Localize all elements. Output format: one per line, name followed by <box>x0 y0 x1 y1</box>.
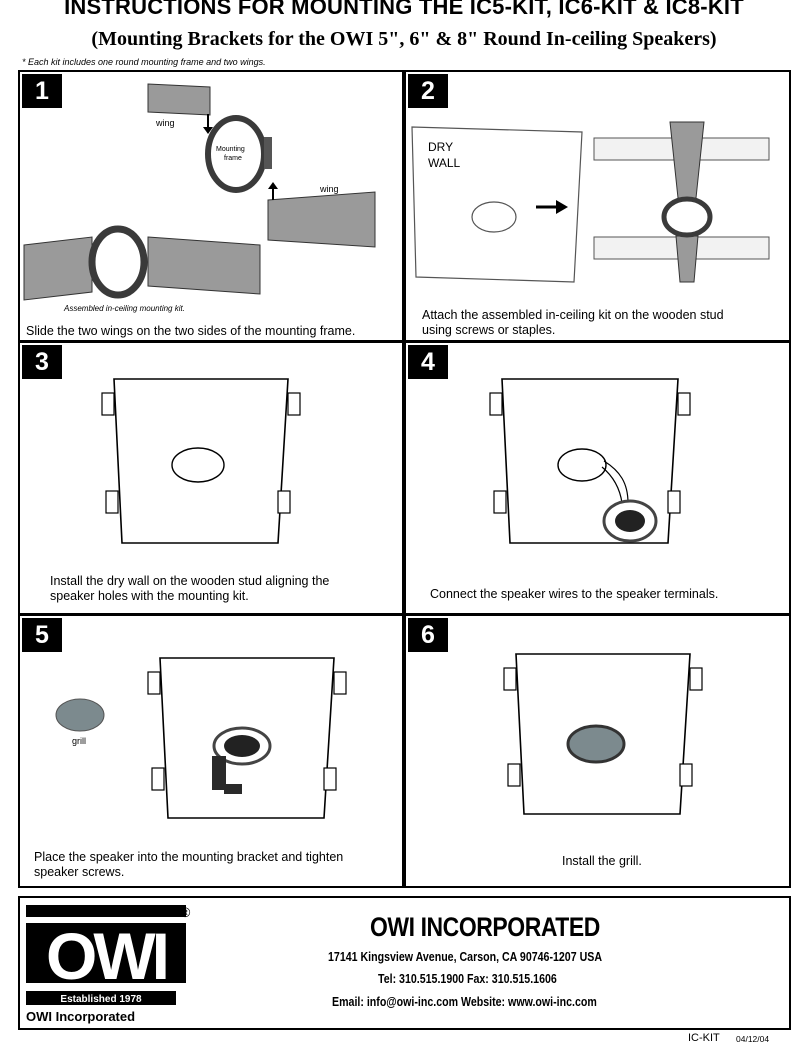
step-4-panel: 4 Connect the speaker wires to the speak… <box>404 341 791 615</box>
wing-label-top: wing <box>156 118 175 128</box>
owi-logo: OWI Established 1978 <box>26 905 186 1005</box>
step-number: 1 <box>22 74 62 108</box>
step-5-panel: 5 grill Place the speaker into the mount… <box>18 614 404 888</box>
assembled-kit-label: Assembled in-ceiling mounting kit. <box>64 304 185 313</box>
step-1-panel: 1 wing Mounting frame wing Assembled in-… <box>18 70 404 342</box>
dry-label: DRY <box>428 140 454 154</box>
step-caption-line-2: speaker screws. <box>34 865 125 879</box>
step-caption-line-1: Attach the assembled in-ceiling kit on t… <box>422 308 724 322</box>
document-date: 04/12/04 <box>736 1034 770 1044</box>
wing-label-right: wing <box>320 184 339 194</box>
step-caption-line-1: Place the speaker into the mounting brac… <box>34 850 344 864</box>
document-id: IC-KIT <box>688 1032 720 1044</box>
step-caption-line-1: Install the dry wall on the wooden stud … <box>50 574 330 588</box>
step-2-panel: 2 DRY WALL Attach the assembled in-ceili… <box>404 70 791 342</box>
kit-contents-note: * Each kit includes one round mounting f… <box>22 57 266 67</box>
step-number: 5 <box>22 618 62 652</box>
company-phone: Tel: 310.515.1900 Fax: 310.515.1606 <box>378 972 557 986</box>
mounting-frame-label: Mounting <box>216 146 245 153</box>
step-number: 4 <box>408 345 448 379</box>
step-number: 3 <box>22 345 62 379</box>
registered-mark: ® <box>180 904 191 920</box>
svg-text:OWI: OWI <box>46 919 166 993</box>
company-address: 17141 Kingsview Avenue, Carson, CA 90746… <box>328 950 603 964</box>
speaker-wiring-illustration <box>489 378 691 544</box>
step-caption: Slide the two wings on the two sides of … <box>26 324 356 338</box>
step-caption: Install the grill. <box>562 854 642 868</box>
company-contact: Email: info@owi-inc.com Website: www.owi… <box>332 995 597 1009</box>
document-title: INSTRUCTIONS FOR MOUNTING THE IC5-KIT, I… <box>64 0 744 19</box>
logo-caption: OWI Incorporated <box>26 1009 136 1024</box>
wall-label: WALL <box>428 156 461 170</box>
speaker-install-illustration <box>55 657 347 819</box>
step-number: 2 <box>408 74 448 108</box>
grill-install-illustration <box>503 653 703 815</box>
company-footer <box>18 896 791 1030</box>
step-caption-line-2: using screws or staples. <box>422 323 556 337</box>
drywall-install-illustration <box>101 378 301 544</box>
document-subtitle: (Mounting Brackets for the OWI 5", 6" & … <box>91 28 717 50</box>
stud-attachment-illustration <box>411 121 770 283</box>
step-3-panel: 3 Install the dry wall on the wooden stu… <box>18 341 404 615</box>
grill-label: grill <box>72 736 87 746</box>
step-caption-line-2: speaker holes with the mounting kit. <box>50 589 249 603</box>
step-caption: Connect the speaker wires to the speaker… <box>430 587 719 601</box>
svg-text:Established 1978: Established 1978 <box>60 994 142 1005</box>
mounting-frame-label-2: frame <box>224 155 242 162</box>
wings-frame-illustration <box>23 83 376 301</box>
step-6-panel: 6 Install the grill. <box>404 614 791 888</box>
company-name: OWI INCORPORATED <box>370 912 600 942</box>
step-number: 6 <box>408 618 448 652</box>
